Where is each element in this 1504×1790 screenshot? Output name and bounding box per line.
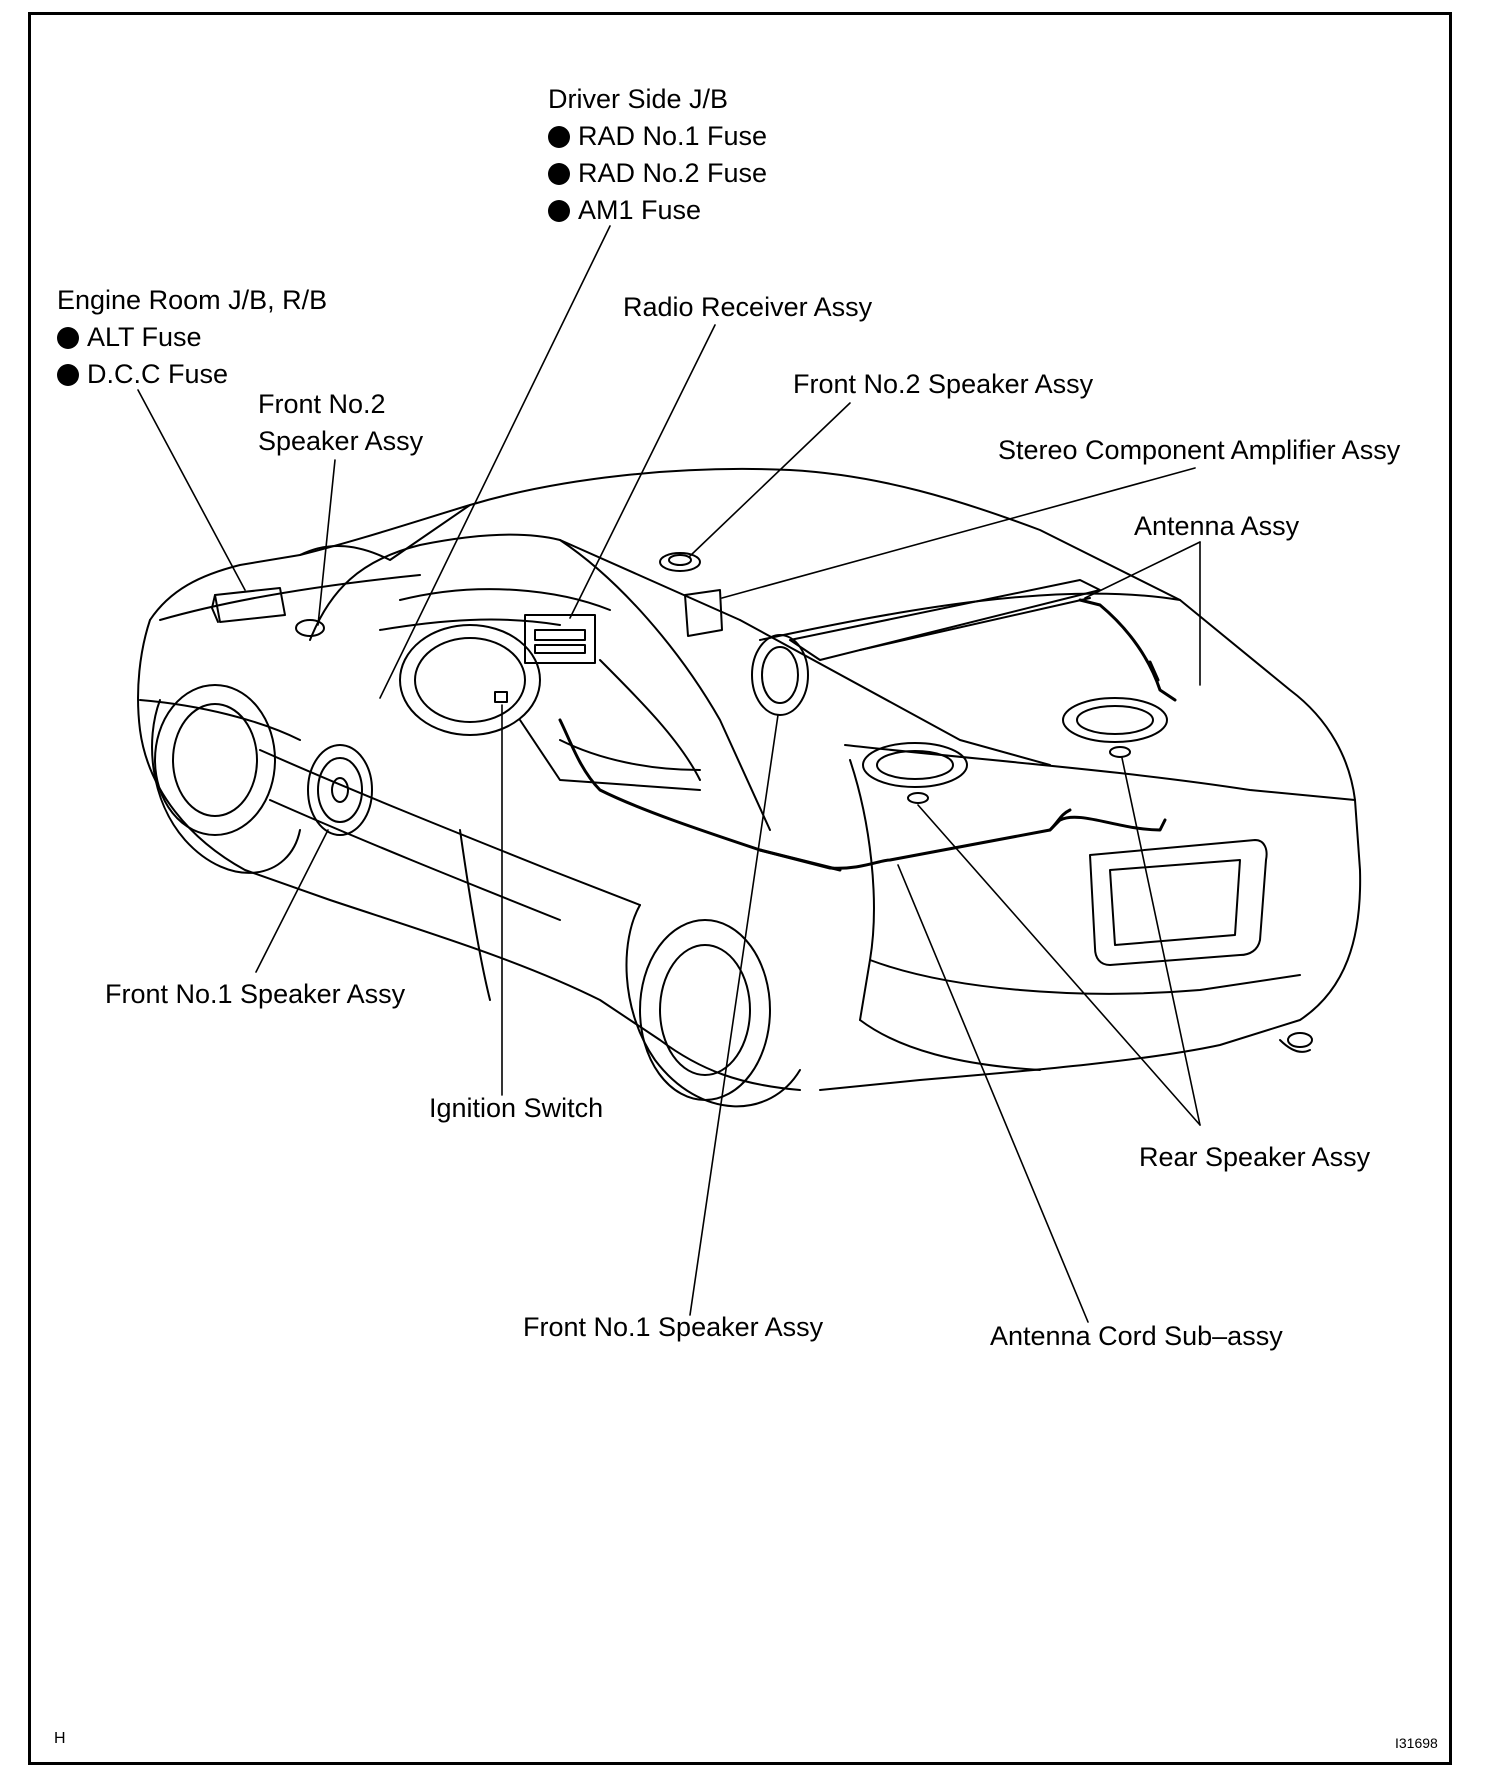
front-no2-right-speaker-shape xyxy=(659,552,701,572)
amplifier-shape xyxy=(684,589,723,637)
engine-room-label: Engine Room J/B, R/B ALT Fuse D.C.C Fuse xyxy=(57,282,327,393)
front-no2-left-label: Front No.2 Speaker Assy xyxy=(258,389,424,456)
bullet-icon xyxy=(57,327,79,349)
dcc-fuse: D.C.C Fuse xyxy=(57,356,327,393)
rear-wheel xyxy=(625,904,801,1108)
front-no2-right-label: Front No.2 Speaker Assy xyxy=(793,369,1094,399)
diagram-frame xyxy=(28,12,1452,1765)
rear-speaker-label: Rear Speaker Assy xyxy=(1139,1142,1371,1172)
engine-room-title: Engine Room J/B, R/B xyxy=(57,285,328,315)
driver-jb-label: Driver Side J/B RAD No.1 Fuse RAD No.2 F… xyxy=(548,81,767,229)
radio-receiver-shape xyxy=(524,614,596,664)
am1-fuse: AM1 Fuse xyxy=(548,192,767,229)
stereo-amp-label: Stereo Component Amplifier Assy xyxy=(998,435,1401,465)
footer-left-mark: H xyxy=(54,1730,66,1747)
interior xyxy=(379,588,701,791)
rad-no2-fuse: RAD No.2 Fuse xyxy=(548,155,767,192)
antenna-wiring xyxy=(558,598,1177,872)
bullet-icon xyxy=(57,364,79,386)
radio-receiver-label: Radio Receiver Assy xyxy=(623,292,873,322)
driver-jb-title: Driver Side J/B xyxy=(548,84,729,114)
front-no1-bottom-label: Front No.1 Speaker Assy xyxy=(523,1312,824,1342)
bullet-icon xyxy=(548,126,570,148)
alt-fuse: ALT Fuse xyxy=(57,319,327,356)
figure-id: I31698 xyxy=(1395,1735,1438,1751)
front-wheel xyxy=(151,684,301,874)
rear-speaker-shapes xyxy=(862,697,1168,804)
ignition-switch-shape xyxy=(494,691,508,703)
antenna-label: Antenna Assy xyxy=(1134,511,1300,541)
bullet-icon xyxy=(548,200,570,222)
rad-no1-fuse: RAD No.1 Fuse xyxy=(548,118,767,155)
engine-room-jb-shape xyxy=(211,587,286,623)
front-no1-left-speaker-shape xyxy=(307,744,373,836)
front-no2-left-speaker-shape xyxy=(295,619,325,637)
antenna-cord-label: Antenna Cord Sub–assy xyxy=(990,1321,1283,1351)
bullet-icon xyxy=(548,163,570,185)
leader-lines xyxy=(137,225,1201,1323)
front-no1-left-label: Front No.1 Speaker Assy xyxy=(105,979,406,1009)
front-no1-right-speaker-shape xyxy=(751,634,809,716)
ignition-label: Ignition Switch xyxy=(429,1093,604,1123)
